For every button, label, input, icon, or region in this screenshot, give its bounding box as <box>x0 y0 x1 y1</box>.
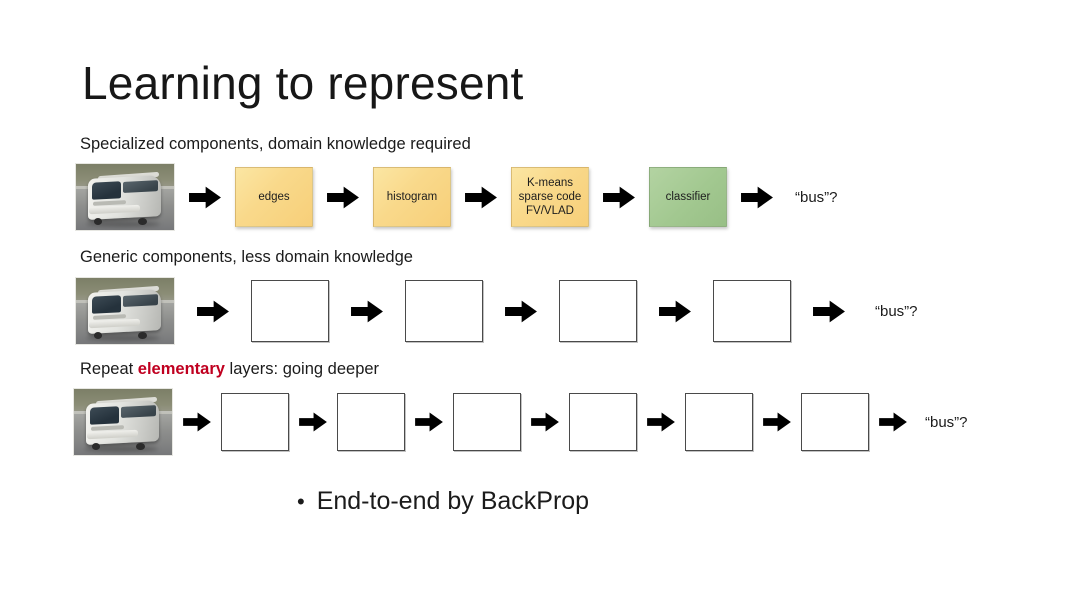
row-3-label-suffix: layers: going deeper <box>224 360 380 378</box>
bus-part-wind <box>91 295 122 314</box>
bus-photo-row-2 <box>75 277 175 345</box>
arrow-right-icon <box>183 412 211 432</box>
pipeline-row-2: “bus”? <box>75 277 918 345</box>
process-box-label: classifier <box>666 190 711 204</box>
row-3-label-prefix: Repeat <box>80 360 138 378</box>
arrow-right-icon <box>763 412 791 432</box>
row-2-label: Generic components, less domain knowledg… <box>80 248 413 267</box>
bus-part-wind <box>91 181 122 200</box>
arrow-right-icon <box>647 412 675 432</box>
arrow-right-icon <box>189 186 221 209</box>
arrow-right-icon <box>603 186 635 209</box>
arrow-right-icon <box>741 186 773 209</box>
process-box-r3-1[interactable] <box>221 393 289 451</box>
process-box-label: edges <box>258 190 289 204</box>
arrow-right-icon <box>879 412 907 432</box>
process-box-r1-4[interactable]: classifier <box>649 167 727 227</box>
bus-part-sidewin <box>123 180 159 194</box>
arrow-right-icon <box>327 186 359 209</box>
footer-bullet: • End-to-end by BackProp <box>297 487 589 516</box>
bus-wheel-w2 <box>137 218 147 226</box>
process-box-r2-1[interactable] <box>251 280 329 342</box>
process-box-r3-2[interactable] <box>337 393 405 451</box>
process-box-r2-2[interactable] <box>405 280 483 342</box>
process-box-line: classifier <box>665 190 711 203</box>
bus-part-sidewin <box>123 294 159 308</box>
pipeline-row-3: “bus”? <box>73 388 968 456</box>
arrow-right-icon <box>299 412 327 432</box>
footer-bullet-text: End-to-end by BackProp <box>316 487 590 515</box>
bus-photo-row-3 <box>73 388 173 456</box>
output-label-row-3: “bus”? <box>925 413 968 431</box>
process-box-line: K-means <box>526 176 574 189</box>
output-label-row-2: “bus”? <box>875 302 918 320</box>
arrow-right-icon <box>415 412 443 432</box>
process-box-r2-3[interactable] <box>559 280 637 342</box>
bus-wheel-w1 <box>91 443 101 451</box>
arrow-right-icon <box>505 300 537 323</box>
bus-part-shadow <box>83 446 159 453</box>
row-3-label: Repeat elementary layers: going deeper <box>80 360 379 379</box>
bus-part-shadow <box>85 221 161 228</box>
arrow-right-icon <box>197 300 229 323</box>
process-box-r3-3[interactable] <box>453 393 521 451</box>
process-box-r3-6[interactable] <box>801 393 869 451</box>
arrow-right-icon <box>465 186 497 209</box>
page-title: Learning to represent <box>82 57 524 109</box>
arrow-right-icon <box>813 300 845 323</box>
process-box-r2-4[interactable] <box>713 280 791 342</box>
process-box-r3-4[interactable] <box>569 393 637 451</box>
process-box-line: FV/VLAD <box>526 205 574 217</box>
process-box-line: histogram <box>386 190 438 203</box>
arrow-right-icon <box>351 300 383 323</box>
row-1-label-text: Specialized components, domain knowledge… <box>80 135 471 153</box>
bus-part-shadow <box>85 335 161 342</box>
row-3-label-highlight: elementary <box>137 360 225 378</box>
bus-wheel-w2 <box>137 332 147 340</box>
process-box-line: sparse code <box>518 190 582 203</box>
arrow-right-icon <box>659 300 691 323</box>
process-box-r1-1[interactable]: edges <box>235 167 313 227</box>
row-2-label-text: Generic components, less domain knowledg… <box>80 248 413 266</box>
bus-part-sidewin <box>121 405 157 419</box>
bullet-dot-icon: • <box>297 489 305 515</box>
bus-photo-row-1 <box>75 163 175 231</box>
arrow-right-icon <box>531 412 559 432</box>
row-1-label: Specialized components, domain knowledge… <box>80 135 471 154</box>
bus-wheel-w1 <box>93 332 103 340</box>
process-box-r1-2[interactable]: histogram <box>373 167 451 227</box>
process-box-line: edges <box>258 190 290 203</box>
bus-wheel-w1 <box>93 218 103 226</box>
bus-wheel-w2 <box>135 443 145 451</box>
bus-part-wind <box>89 406 120 425</box>
process-box-r3-5[interactable] <box>685 393 753 451</box>
output-label-row-1: “bus”? <box>795 188 838 206</box>
process-box-label: histogram <box>387 190 438 204</box>
